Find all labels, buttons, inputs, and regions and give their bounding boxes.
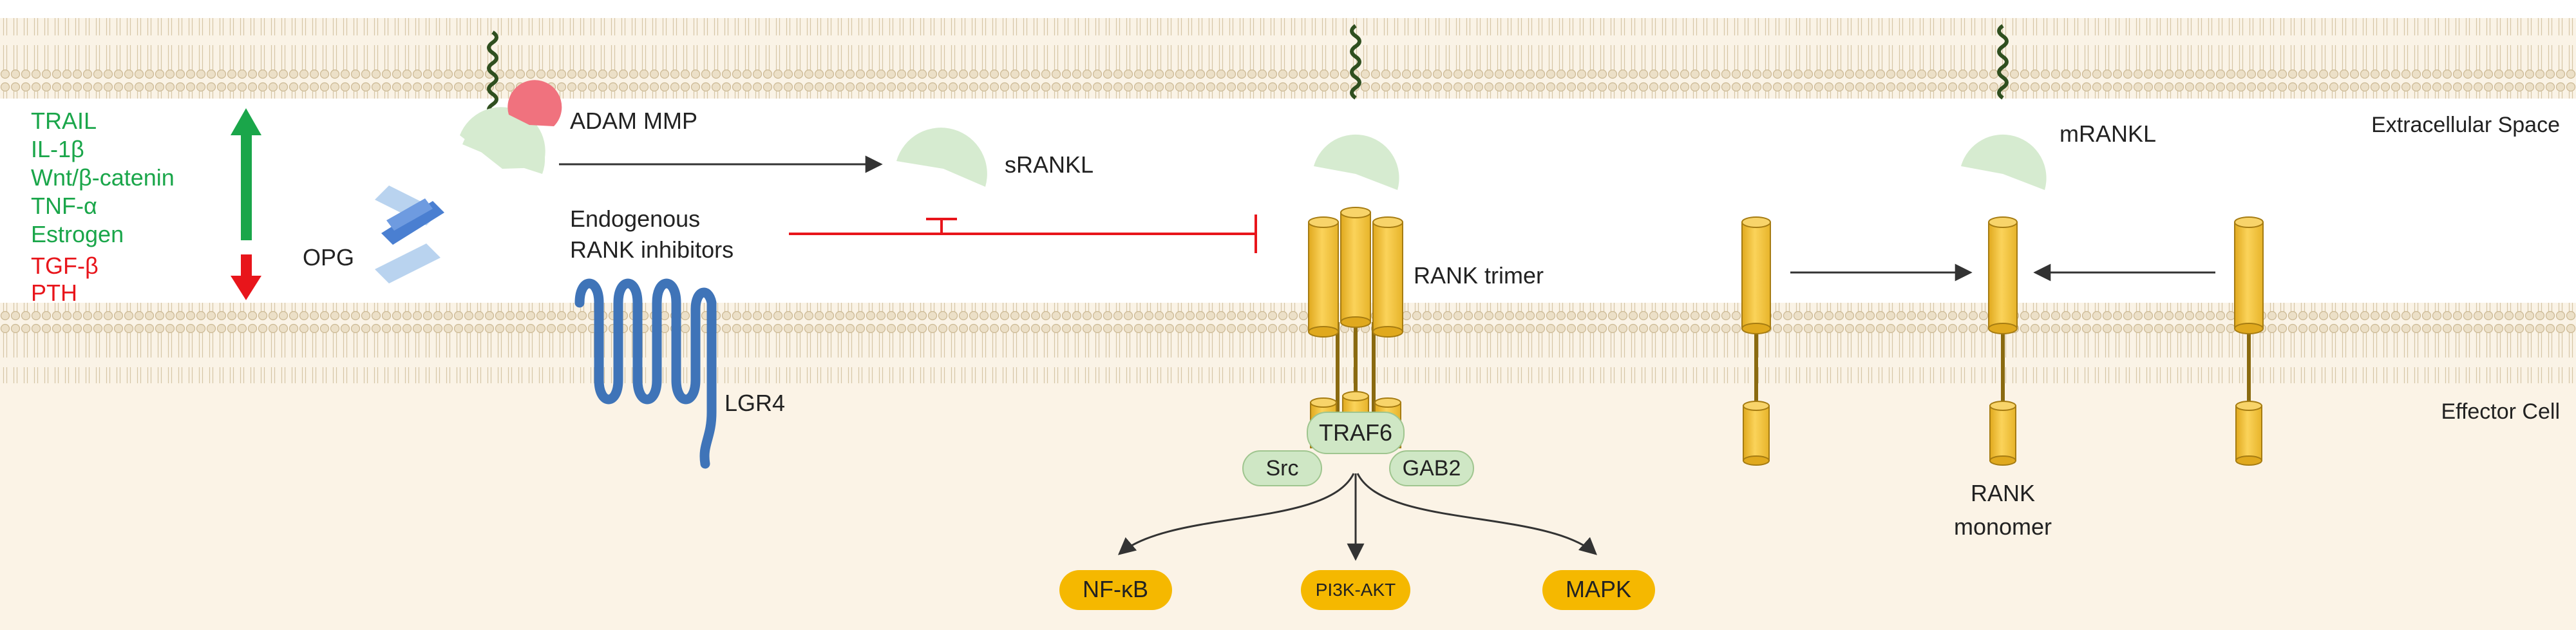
mapk-label: MAPK [1566, 576, 1631, 602]
rank-monomer-label-line1: RANK [1971, 480, 2035, 506]
lgr4-label: LGR4 [724, 390, 785, 416]
mrankl-label: mRANKL [2060, 120, 2156, 147]
mrankl-icon [1961, 134, 2047, 190]
regulator-up: TRAIL [31, 108, 97, 134]
effector-cell-label: Effector Cell [2441, 399, 2560, 424]
adam-mmp-label: ADAM MMP [570, 108, 697, 134]
nfkb-arrow [1117, 473, 1355, 555]
inhibitors-label-line1: Endogenous [570, 205, 700, 232]
upper-membrane [0, 18, 2576, 99]
gab2-node: GAB2 [1389, 450, 1474, 486]
rank-monomer-right-icon [2234, 216, 2264, 466]
pi3k-akt-node: PI3K-AKT [1301, 570, 1410, 610]
inhibitors-label-line2: RANK inhibitors [570, 236, 734, 263]
trimer-rankl-icon [1314, 134, 1399, 190]
downregulators-list: TGF-β PTH [31, 253, 99, 306]
upregulators-list: TRAIL IL-1β Wnt/β-catenin TNF-α Estrogen [31, 108, 175, 247]
regulator-up: Wnt/β-catenin [31, 164, 175, 191]
srankl-icon [896, 128, 987, 187]
nfkb-node: NF-κB [1059, 570, 1172, 610]
rank-trimer-label: RANK trimer [1414, 262, 1544, 289]
regulator-down: TGF-β [31, 253, 99, 279]
rankl-anchor-squiggle [487, 30, 498, 117]
mapk-node: MAPK [1542, 570, 1655, 610]
src-node: Src [1242, 450, 1322, 486]
regulator-up: Estrogen [31, 221, 124, 247]
cytoplasm-area [0, 380, 2576, 630]
lower-membrane [0, 303, 2576, 383]
lgr4-receptor-icon [574, 278, 717, 469]
opg-label: OPG [303, 244, 354, 271]
mrankl-squiggle [1997, 24, 2009, 100]
gab2-label: GAB2 [1403, 456, 1461, 481]
rank-monomer-left-icon [1741, 216, 1771, 466]
mapk-arrow [1356, 473, 1598, 555]
src-label: Src [1266, 456, 1299, 481]
adam-mmp-icon [507, 80, 562, 126]
downregulation-arrow-icon [231, 254, 261, 300]
pi3k-akt-label: PI3K-AKT [1316, 580, 1396, 600]
srankl-label: sRANKL [1005, 151, 1094, 178]
regulator-up: TNF-α [31, 193, 97, 219]
traf6-label: TRAF6 [1319, 419, 1392, 446]
rank-monomer-center-icon [1988, 216, 2018, 466]
regulator-down: PTH [31, 280, 77, 306]
trimer-rankl-squiggle [1350, 24, 1361, 100]
extracellular-space-label: Extracellular Space [2371, 113, 2560, 137]
rank-monomer-label-line2: monomer [1954, 513, 2052, 540]
traf6-node: TRAF6 [1307, 412, 1405, 454]
nfkb-label: NF-κB [1083, 576, 1148, 602]
upregulation-arrow-icon [231, 108, 261, 240]
opg-decoy-icon [375, 186, 444, 283]
regulator-up: IL-1β [31, 136, 84, 162]
